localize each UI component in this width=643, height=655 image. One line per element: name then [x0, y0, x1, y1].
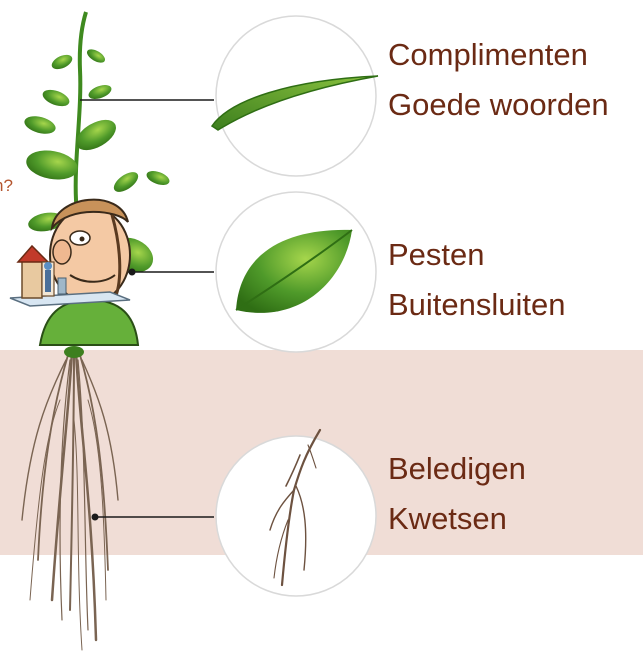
root-base: [64, 346, 84, 358]
plant-roots: [22, 352, 118, 650]
label-beledigen: Beledigen: [388, 444, 526, 494]
connector-dot-middle: [129, 269, 136, 276]
label-complimenten: Complimenten: [388, 30, 609, 80]
label-group-bottom: Beledigen Kwetsen: [388, 444, 526, 544]
label-kwetsen: Kwetsen: [388, 494, 526, 544]
character-head: [40, 200, 138, 345]
label-goede-woorden: Goede woorden: [388, 80, 609, 130]
connector-dot-bottom: [92, 514, 99, 521]
label-group-middle: Pesten Buitensluiten: [388, 230, 566, 330]
label-group-top: Complimenten Goede woorden: [388, 30, 609, 130]
circle-root: [216, 436, 376, 596]
cut-off-text: n?: [0, 176, 13, 196]
label-buitensluiten: Buitensluiten: [388, 280, 566, 330]
label-pesten: Pesten: [388, 230, 566, 280]
